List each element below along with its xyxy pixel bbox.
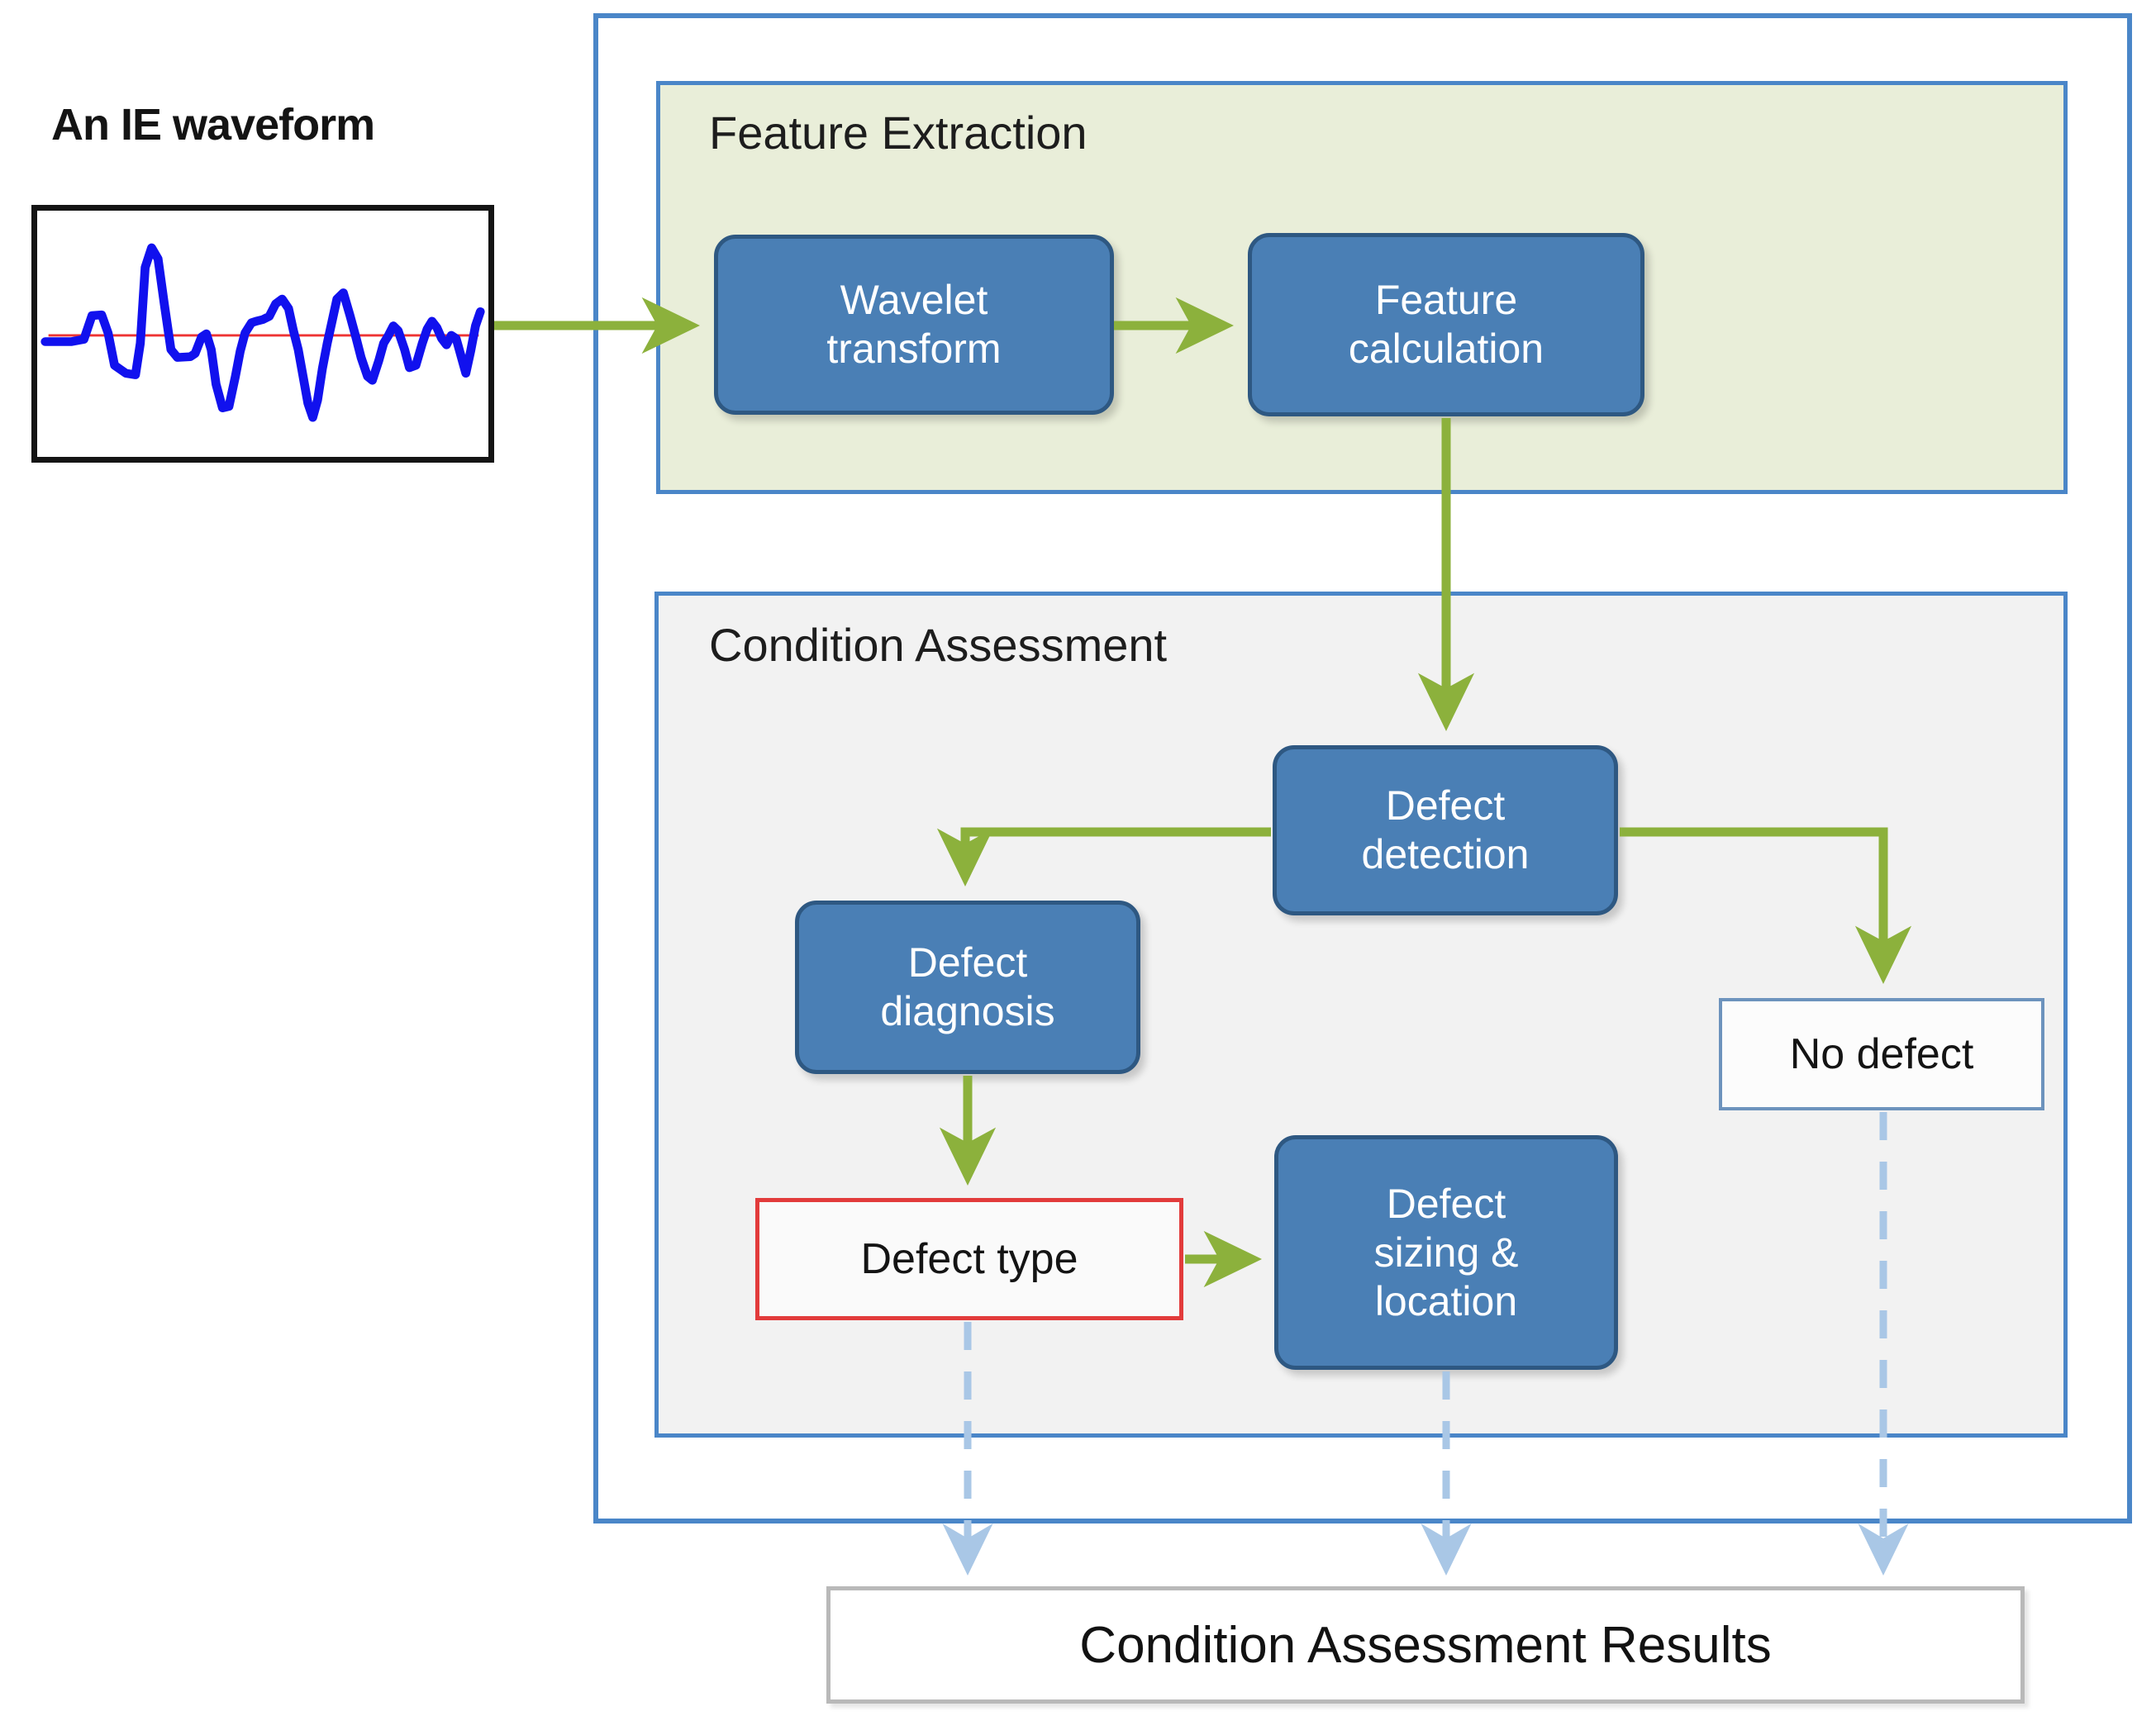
node-label: Defect diagnosis [880,939,1055,1034]
waveform-title: An IE waveform [51,100,375,150]
node-label: Feature calculation [1348,277,1544,372]
node-defect-diagnosis[interactable]: Defect diagnosis [795,901,1140,1074]
condition-assessment-results-box[interactable]: Condition Assessment Results [826,1586,2025,1704]
waveform-trace [40,243,485,422]
ie-waveform-plot [31,205,494,463]
node-label: Defect detection [1361,782,1530,877]
waveform-svg [40,243,485,422]
pipeline-outer-frame [593,13,2132,1523]
node-defect-detection[interactable]: Defect detection [1273,745,1618,915]
node-label: Wavelet transform [826,277,1002,372]
condition-assessment-title: Condition Assessment [709,619,1168,671]
node-defect-sizing-location[interactable]: Defect sizing & location [1274,1135,1618,1370]
outcome-no-defect[interactable]: No defect [1719,998,2044,1110]
node-label: Defect sizing & location [1373,1180,1519,1324]
outcome-defect-type[interactable]: Defect type [755,1198,1183,1320]
node-feature-calculation[interactable]: Feature calculation [1248,233,1644,416]
node-wavelet-transform[interactable]: Wavelet transform [714,235,1114,415]
feature-extraction-title: Feature Extraction [709,107,1088,159]
